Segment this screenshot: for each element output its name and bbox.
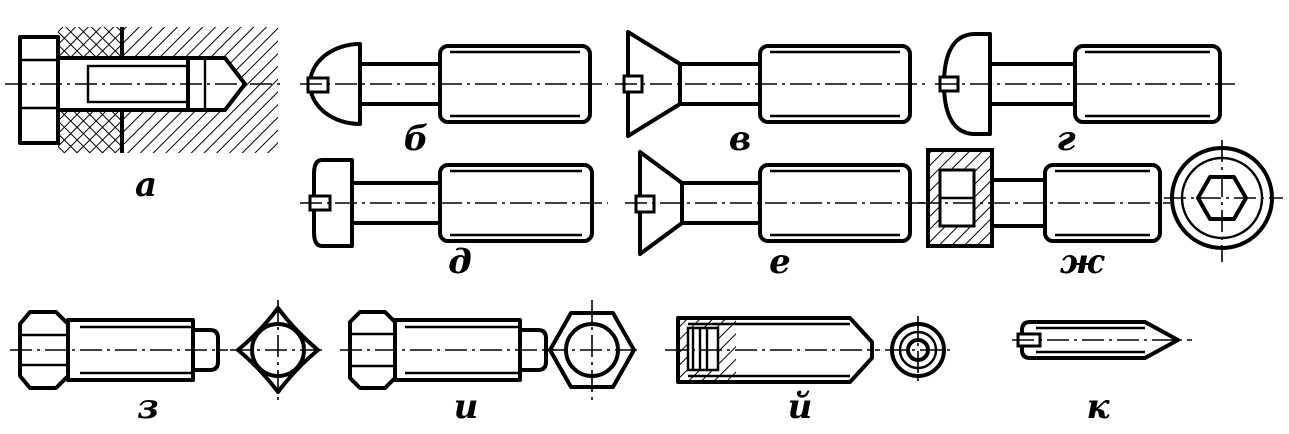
screw-d-flat-head [300, 158, 608, 248]
screw-z-end-view [230, 300, 326, 400]
screw-a-hex-in-section [5, 27, 285, 153]
label-b: б [404, 119, 429, 159]
screw-v-countersunk [615, 30, 925, 138]
label-k: к [1086, 387, 1110, 427]
label-v: в [729, 119, 751, 159]
screw-y-socket-set-screw [665, 316, 880, 384]
screw-k-slotted-cone [1012, 320, 1192, 360]
screw-b-round-head [300, 42, 608, 126]
label-zh: ж [1060, 242, 1106, 282]
label-z: з [137, 387, 159, 427]
screw-zh-socket-head [918, 148, 1170, 248]
screw-g-cheese-head [935, 32, 1235, 136]
screw-y-end-view [885, 316, 952, 384]
screw-zh-end-view [1164, 140, 1283, 262]
label-i: и [454, 387, 479, 427]
screw-z-square-head [10, 310, 228, 390]
label-y: й [788, 387, 813, 427]
label-d: д [448, 242, 472, 282]
label-e: е [769, 242, 791, 282]
screw-i-end-view [545, 300, 640, 400]
screw-e-countersunk-long [625, 150, 925, 256]
label-g: г [1056, 119, 1075, 159]
label-a: а [135, 165, 157, 205]
screw-i-hex-head [340, 310, 555, 390]
